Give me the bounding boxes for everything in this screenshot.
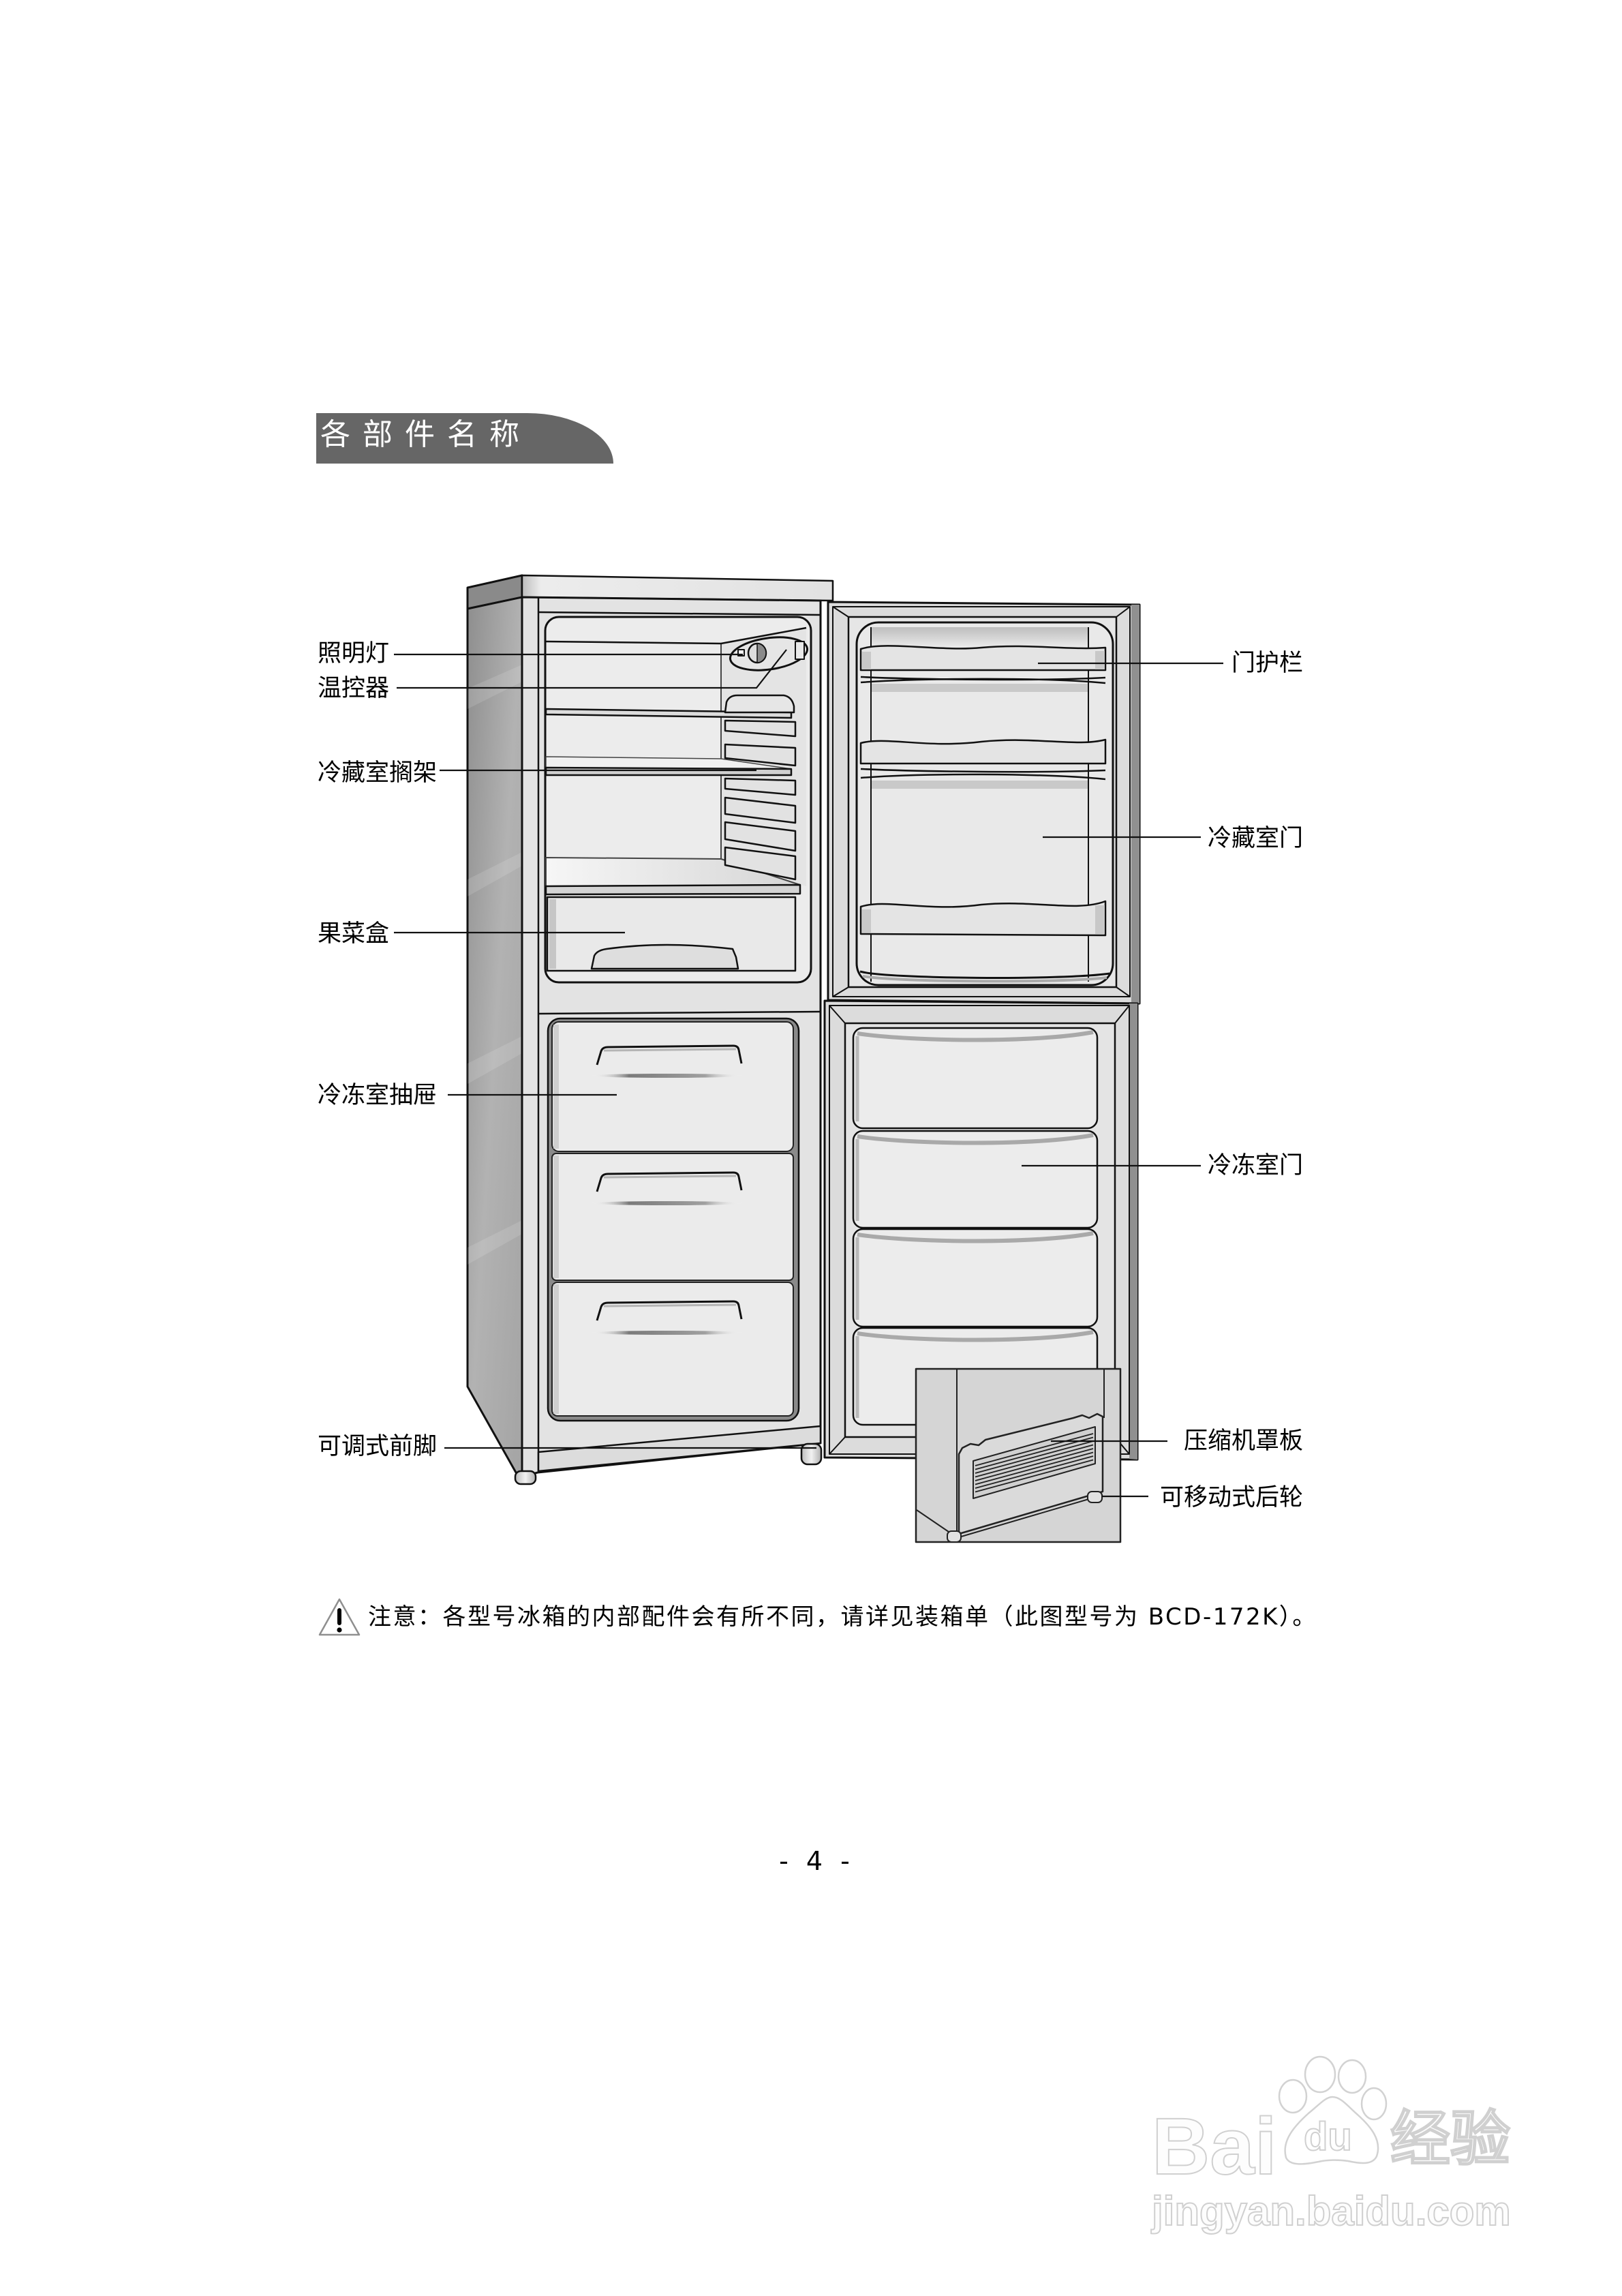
note-text: 注意：各型号冰箱的内部配件会有所不同，请详见装箱单（此图型号为 BCD-172K… (368, 1603, 1317, 1631)
freezer-drawer-1 (551, 1021, 794, 1152)
crisper-handle (590, 943, 739, 970)
label-crisper: 果菜盒 (318, 920, 390, 948)
side-panel (466, 596, 523, 1478)
label-rear-wheels: 可移动式后轮 (1159, 1484, 1303, 1511)
fridge-shelf-3 (545, 883, 801, 896)
drawer-handle (596, 1300, 743, 1321)
watermark-product: 经验 (1390, 2104, 1511, 2174)
front-foot-right (800, 1442, 823, 1466)
door-guard-3 (859, 900, 1107, 937)
freezer-drawer-2 (551, 1153, 794, 1281)
compressor-grille (975, 1433, 1094, 1493)
top-surface (521, 574, 834, 602)
label-freezer-drawer: 冷冻室抽屉 (318, 1082, 438, 1109)
fridge-shelf-2 (545, 766, 793, 776)
leader-lines (394, 649, 1223, 1498)
watermark-brand: Bai (1151, 2102, 1278, 2192)
label-fridge-shelf: 冷藏室搁架 (318, 759, 438, 787)
label-freezer-door: 冷冻室门 (1207, 1152, 1303, 1179)
fridge-door (827, 601, 1141, 1005)
drawer-handle (596, 1044, 743, 1066)
crisper-box (546, 896, 797, 972)
label-compressor-cover: 压缩机罩板 (1183, 1428, 1303, 1455)
label-adjustable-feet: 可调式前脚 (318, 1433, 438, 1460)
lamp-icon (737, 649, 745, 656)
drawer-handle (596, 1171, 743, 1192)
watermark-url: jingyan.baidu.com (1151, 2188, 1512, 2234)
thermostat-housing (729, 636, 809, 671)
label-thermostat: 温控器 (318, 675, 390, 702)
section-title: 各部件名称 (320, 417, 532, 452)
freezer-compartment (514, 1017, 823, 1485)
label-door-guard: 门护栏 (1231, 650, 1303, 677)
watermark-paw-icon (1278, 2055, 1388, 2165)
section-header-bar (316, 413, 613, 464)
label-lamp: 照明灯 (318, 640, 390, 667)
door-guard-2 (859, 738, 1107, 773)
freezer-door-panel (852, 1228, 1099, 1328)
front-foot-left (514, 1470, 537, 1485)
freezer-drawer-3 (551, 1282, 794, 1417)
fridge-compartment (544, 616, 812, 984)
fridge-shelf-1 (545, 708, 793, 719)
warning-triangle-icon (318, 1598, 361, 1636)
rear-detail-inset (915, 1368, 1122, 1543)
door-guard-1 (859, 645, 1107, 681)
rear-wheel (1087, 1491, 1103, 1503)
freezer-door-panel (852, 1130, 1099, 1229)
door-gasket (855, 621, 1114, 986)
inset-foot (947, 1530, 962, 1543)
page-number: - 4 - (779, 1846, 850, 1876)
watermark-paw-text: du (1303, 2115, 1353, 2159)
label-fridge-door: 冷藏室门 (1207, 825, 1303, 852)
freezer-door-panel (852, 1027, 1099, 1130)
side-wall-racks (724, 694, 797, 881)
